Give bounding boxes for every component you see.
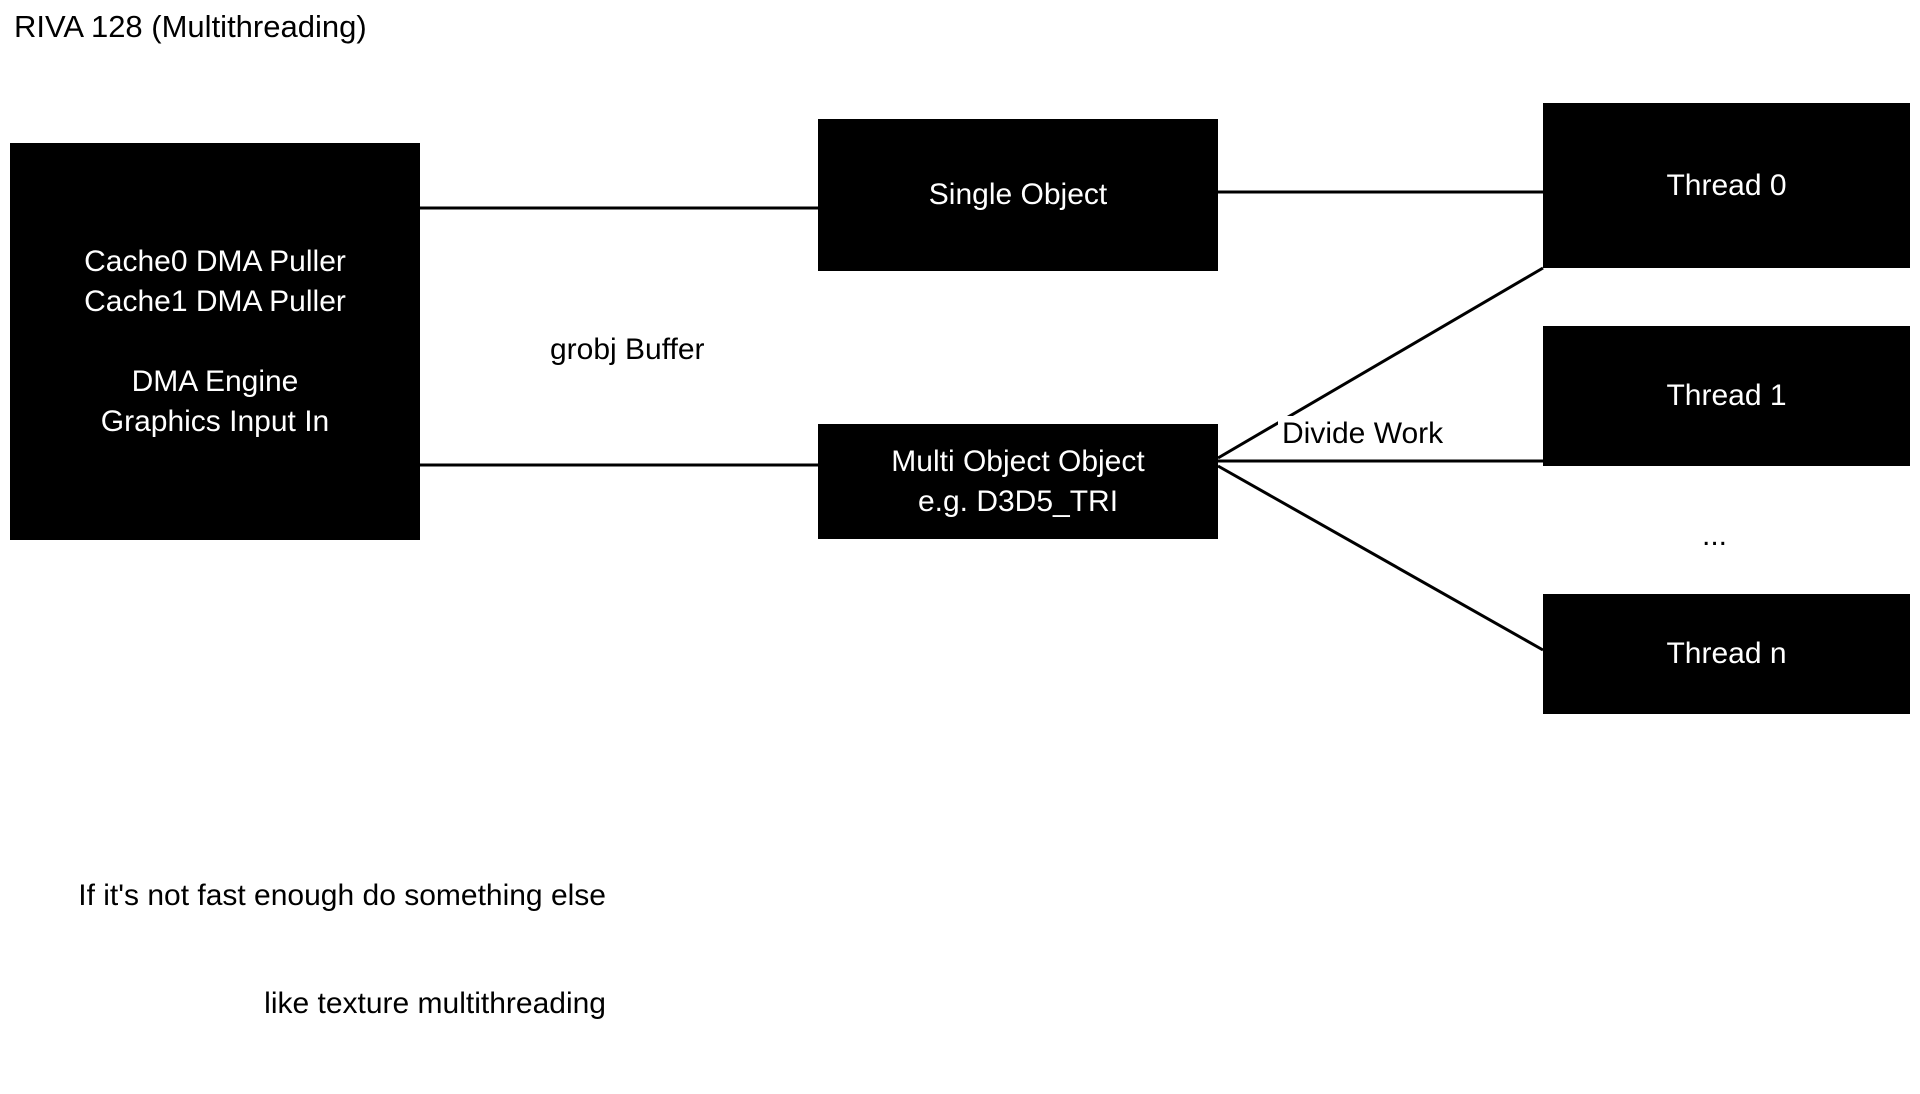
node-single-object-label: Single Object (928, 178, 1108, 211)
node-graphics-input-line4: Graphics Input In (100, 404, 330, 438)
node-graphics-input-line3: DMA Engine (131, 364, 299, 398)
label-divide-work: Divide Work (1278, 416, 1448, 452)
node-graphics-input-in[interactable]: Cache0 DMA Puller Cache1 DMA Puller DMA … (10, 143, 420, 540)
label-thread-ellipsis: ... (1702, 519, 1728, 552)
node-graphics-input-line2: Cache1 DMA Puller (84, 284, 346, 318)
node-thread-1-label: Thread 1 (1666, 379, 1787, 412)
page-title: RIVA 128 (Multithreading) (14, 9, 367, 44)
node-multi-object[interactable]: Multi Object Object e.g. D3D5_TRI (818, 424, 1218, 539)
edge-multi-to-threadn (1217, 464, 1544, 652)
label-grobj-buffer: grobj Buffer (546, 332, 709, 368)
node-single-object[interactable]: Single Object (818, 119, 1218, 271)
node-thread-0-label: Thread 0 (1666, 168, 1787, 202)
node-multi-object-line1: Multi Object Object (891, 444, 1145, 478)
bottom-note: If it's not fast enough do something els… (0, 806, 606, 1094)
node-graphics-input-line1: Cache0 DMA Puller (84, 244, 346, 278)
node-multi-object-line2: e.g. D3D5_TRI (917, 484, 1119, 518)
node-thread-1[interactable]: Thread 1 (1543, 326, 1910, 466)
edge-multi-to-thread0 (1217, 266, 1544, 460)
node-thread-n-label: Thread n (1666, 637, 1787, 670)
node-thread-0[interactable]: Thread 0 (1543, 103, 1910, 268)
bottom-note-line1: If it's not fast enough do something els… (78, 879, 606, 912)
bottom-note-line2: like texture multithreading (264, 987, 606, 1020)
node-thread-n[interactable]: Thread n (1543, 594, 1910, 714)
